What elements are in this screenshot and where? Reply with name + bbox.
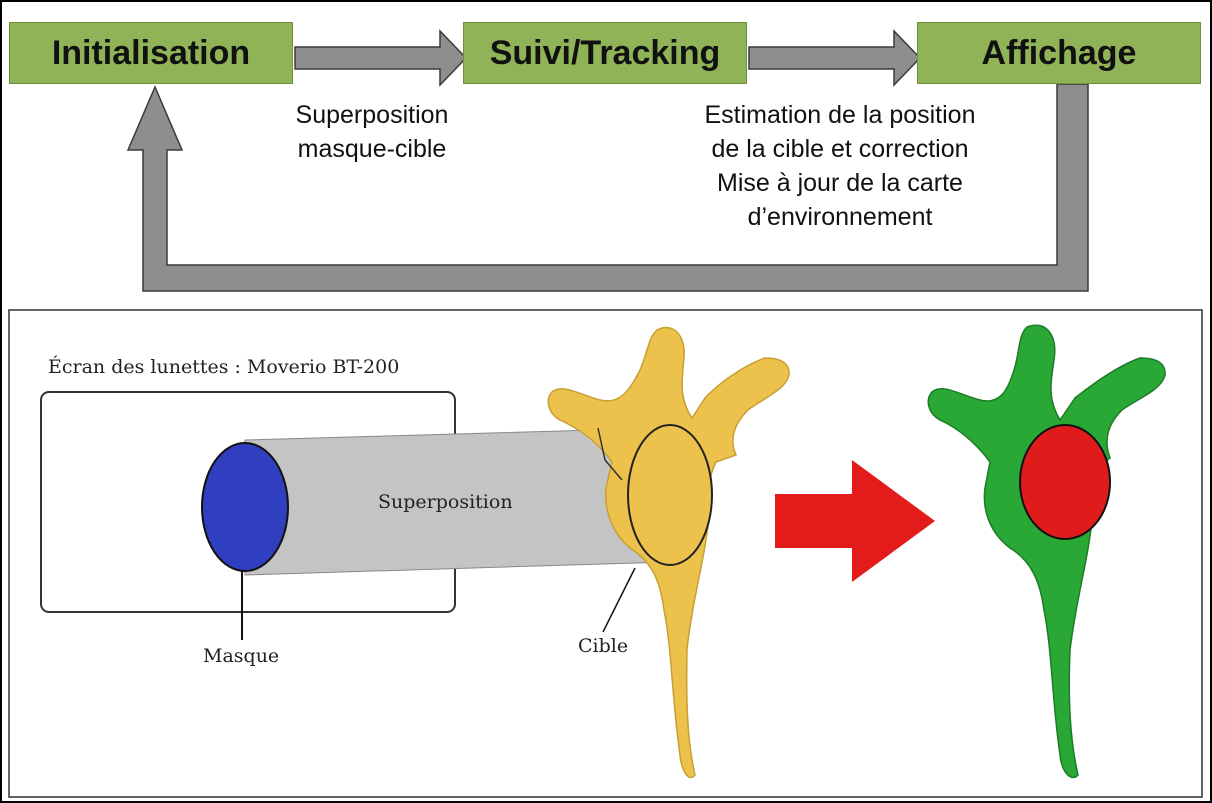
note-estimation: Estimation de la position de la cible et… [660,98,1020,234]
screen-label: Écran des lunettes : Moverio BT-200 [48,356,400,378]
step-affichage: Affichage [917,22,1201,84]
mask-label: Masque [203,645,280,667]
feedback-loop-arrow [126,83,1089,292]
note-estimation-line-3: Mise à jour de la carte [717,169,963,197]
target-label: Cible [578,635,629,657]
note-superposition-line-1: Superposition [295,101,449,129]
flow-arrow-tracking-to-display [748,29,922,87]
target-after-ellipse [1019,424,1111,540]
note-estimation-line-4: d’environnement [747,203,933,231]
transition-arrow [775,460,935,582]
step-initialisation: Initialisation [9,22,293,84]
note-estimation-line-1: Estimation de la position [704,101,976,129]
mask-ellipse [201,442,289,572]
flow-arrow-init-to-tracking [294,29,468,87]
beam-label: Superposition [378,491,513,513]
step-suivi-tracking: Suivi/Tracking [463,22,747,84]
target-ellipse [627,424,713,566]
note-superposition-line-2: masque-cible [297,135,447,163]
bone-after [927,324,1166,779]
target-pointer [602,567,636,633]
note-estimation-line-2: de la cible et correction [711,135,969,163]
target-edge-line [597,427,623,481]
note-superposition: Superposition masque-cible [262,98,482,166]
